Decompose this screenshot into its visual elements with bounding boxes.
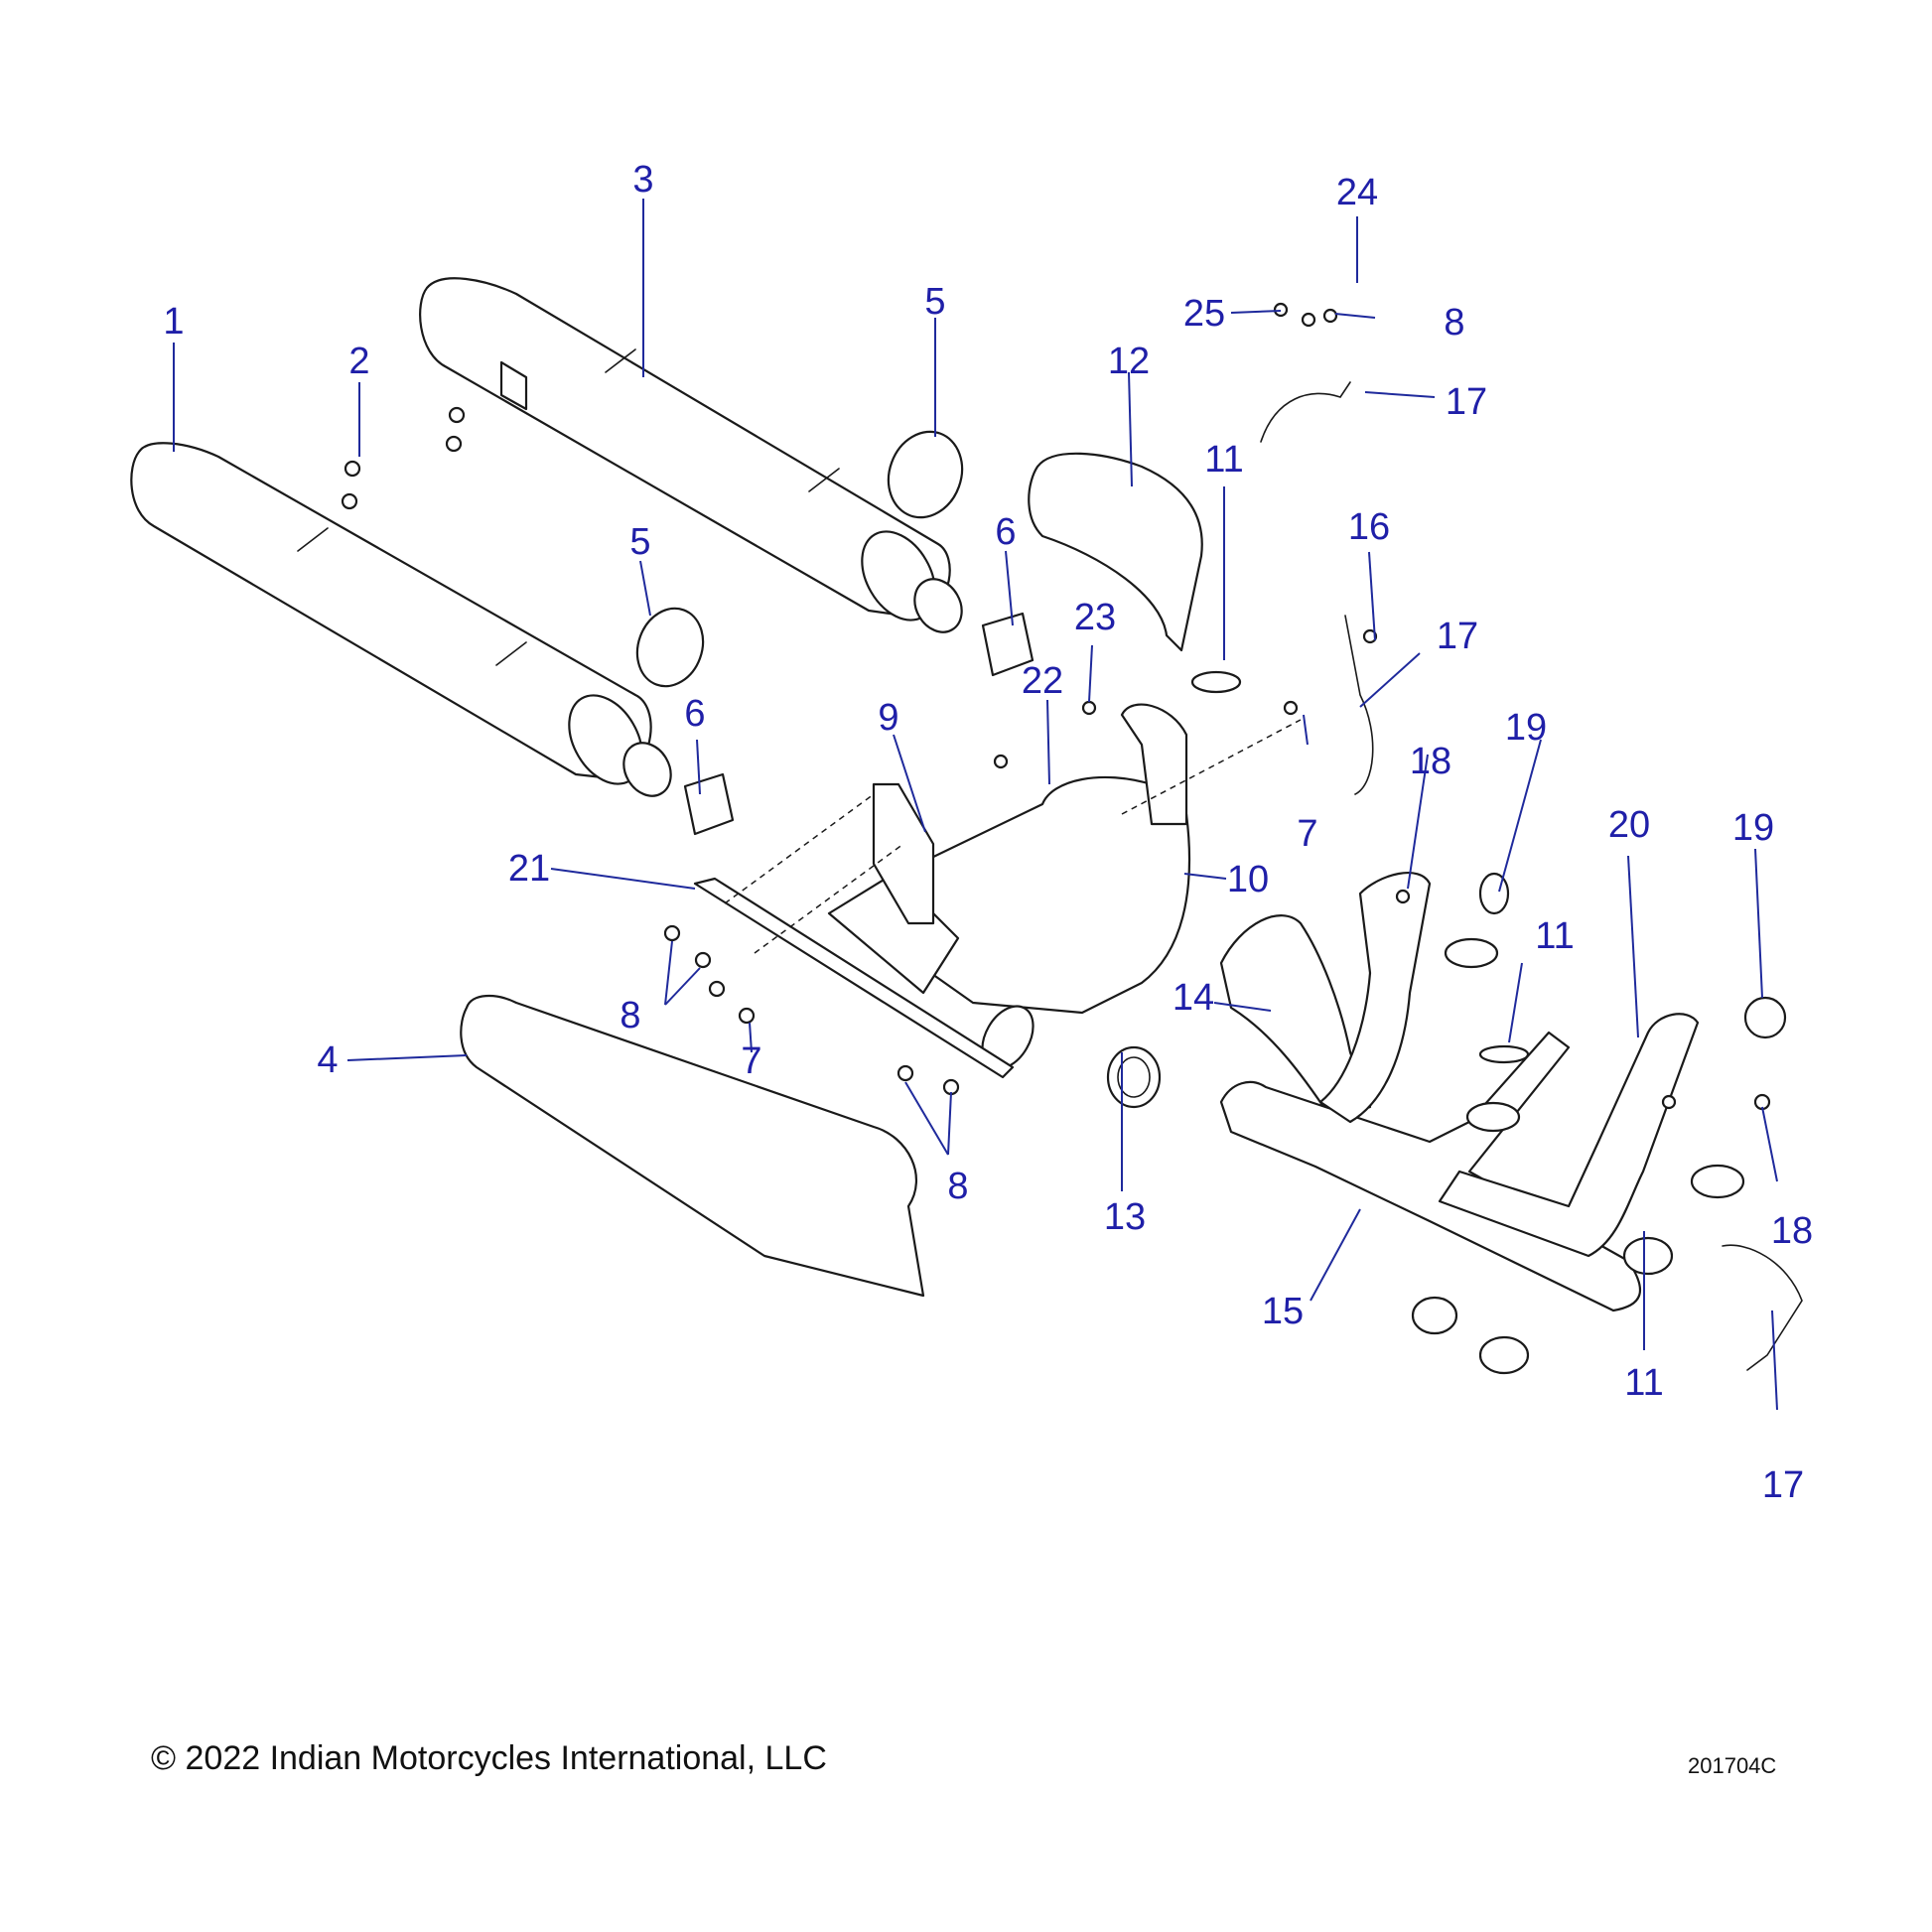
callout-17-bottom: 17 <box>1762 1464 1804 1506</box>
heat-shield-lower <box>460 995 925 1298</box>
callout-1: 1 <box>163 301 184 343</box>
callout-11-top: 11 <box>1204 439 1243 481</box>
band-clamp-upper <box>981 612 1035 677</box>
upper-muffler <box>419 277 963 633</box>
callout-8-top: 8 <box>1444 302 1464 344</box>
callout-5-lower: 5 <box>629 521 650 563</box>
head-pipe-rear <box>1438 1013 1700 1258</box>
guide-dashes <box>724 719 1302 954</box>
callout-25: 25 <box>1183 293 1225 335</box>
collector-assembly <box>827 703 1191 1070</box>
muffler-clamp-lower <box>635 607 705 688</box>
exhaust-gasket-large <box>1106 1045 1162 1109</box>
band-clamp-lower <box>683 772 735 836</box>
lower-muffler <box>130 442 672 797</box>
callout-5-upper: 5 <box>924 281 945 323</box>
mounting-bracket <box>872 782 935 925</box>
callout-24: 24 <box>1336 172 1378 213</box>
callout-7-left: 7 <box>741 1040 761 1082</box>
drawing-id: 201704C <box>1688 1753 1777 1778</box>
callout-15: 15 <box>1262 1291 1304 1332</box>
callout-8-left: 8 <box>620 995 640 1036</box>
pipe-clamps <box>1190 670 1745 1375</box>
mounting-rail <box>693 877 1015 1079</box>
callout-6-upper: 6 <box>995 511 1016 553</box>
callout-20: 20 <box>1608 804 1650 846</box>
callout-10: 10 <box>1227 859 1269 900</box>
callout-3: 3 <box>632 159 653 201</box>
callout-8-bottom: 8 <box>947 1166 968 1207</box>
leader-lines <box>173 199 1778 1411</box>
head-pipe-front <box>1219 914 1372 1119</box>
callout-4: 4 <box>317 1039 338 1081</box>
heat-shield-upper <box>1028 452 1203 652</box>
callout-2: 2 <box>348 341 369 382</box>
callout-22: 22 <box>1022 660 1063 702</box>
callout-labels: 1 2 3 4 5 5 6 6 7 7 8 8 8 9 10 11 11 11 … <box>163 159 1813 1506</box>
gasket-lower <box>1743 996 1787 1039</box>
callout-11-bottom: 11 <box>1624 1362 1663 1404</box>
callout-11-middle: 11 <box>1535 915 1574 957</box>
callout-14: 14 <box>1173 977 1214 1019</box>
callout-18-bottom: 18 <box>1771 1210 1813 1252</box>
gasket-upper <box>1478 872 1510 915</box>
callout-12: 12 <box>1108 341 1150 382</box>
o2-sensors <box>1260 381 1803 1371</box>
callout-9: 9 <box>878 697 898 739</box>
callout-17-middle: 17 <box>1437 616 1478 657</box>
callout-19-left: 19 <box>1505 707 1547 749</box>
fasteners <box>341 302 1771 1111</box>
callout-23: 23 <box>1074 597 1116 638</box>
muffler-clamp-upper <box>887 430 964 519</box>
callout-18-top: 18 <box>1410 741 1451 782</box>
callout-16: 16 <box>1348 506 1390 548</box>
callout-7-right: 7 <box>1297 813 1317 855</box>
callout-21: 21 <box>508 848 550 890</box>
copyright-notice: © 2022 Indian Motorcycles International,… <box>151 1739 827 1777</box>
callout-13: 13 <box>1104 1196 1146 1238</box>
callout-19-right: 19 <box>1732 807 1774 849</box>
callout-17-top: 17 <box>1446 381 1487 423</box>
callout-6-lower: 6 <box>684 693 705 735</box>
